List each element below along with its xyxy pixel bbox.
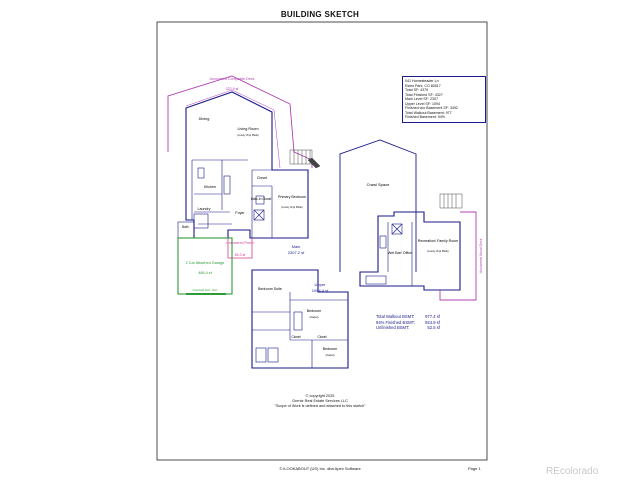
info-line: Total Walkout Basement: 977 xyxy=(405,110,452,115)
garage-walls xyxy=(177,237,233,295)
sketch-frame xyxy=(156,21,488,461)
label-walkin: Walk-In Closet xyxy=(251,197,272,201)
copyright-block: © copyright 2025 Grentz Real Estate Serv… xyxy=(250,394,390,409)
label-primary: Primary Bedroom xyxy=(278,195,306,199)
label-bedroom-3: Bedroom xyxy=(323,347,338,351)
label-porch-sf: 65.3 sf xyxy=(235,253,246,257)
label-foyer: Foyer xyxy=(235,211,245,215)
copyright-company: Grentz Real Estate Services LLC xyxy=(292,399,348,403)
footer-software: © iLOOKABOUT (US) Inc. dba Apex Software xyxy=(279,466,361,471)
label-living-sub: (Luxury Vinyl Plank) xyxy=(237,134,258,137)
label-living: Living Room xyxy=(237,127,258,131)
label-dining: Dining xyxy=(199,117,210,121)
walkout-label: Unfinished BSMT: xyxy=(376,325,410,331)
info-line: Total SF: 4379 xyxy=(405,88,429,92)
walkout-label: 94% Finished BSMT: xyxy=(376,319,415,325)
walkout-value: 52.5 sf xyxy=(427,325,440,331)
label-deck-top: Uncovered Composite Deck xyxy=(210,77,255,81)
basement-interior-walls xyxy=(365,222,413,286)
label-rec-sub: (Luxury Vinyl Plank) xyxy=(427,250,448,253)
basement-walls xyxy=(359,211,461,291)
walkout-label: Total Walkout BSMT: xyxy=(376,314,415,319)
main-interior-walls xyxy=(191,159,273,238)
label-main-sf: 2307.2 sf xyxy=(288,250,305,255)
right-deck-stairs xyxy=(439,193,463,209)
label-rec: Recreation/ Family Room xyxy=(418,239,459,243)
deck-stairs xyxy=(289,149,321,169)
walkout-summary: Total Walkout BSMT: 977.4 sf 94% Finished… xyxy=(376,314,440,331)
upper-interior-walls xyxy=(252,292,348,368)
label-carpet-2: (Carpet) xyxy=(310,316,319,319)
walkout-value: 924.9 sf xyxy=(425,319,440,325)
label-closet-3: Closet xyxy=(317,335,326,339)
info-line: Finished w/o Basement SF: 3492 xyxy=(405,106,458,110)
label-right-deck: Uncovered Wood Deck xyxy=(479,238,483,273)
info-line: Total Finished SF: 4327 xyxy=(405,92,443,97)
info-line: Finished Basement: 94% xyxy=(405,115,445,119)
label-garage: 2 Car Attached Garage xyxy=(186,261,225,265)
watermark-logo: REcolorado xyxy=(546,466,599,477)
label-carpet-3: (Carpet) xyxy=(326,354,335,357)
label-bedroom-2: Bedroom xyxy=(307,309,322,313)
label-kitchen: Kitchen xyxy=(204,185,216,189)
label-deck-top-sf: 322.9 sf xyxy=(226,87,239,91)
copyright-line: © copyright 2025 xyxy=(305,394,335,398)
label-closet: Closet xyxy=(257,176,267,180)
label-closet-2: Closet xyxy=(291,335,300,339)
crawl-space-outline xyxy=(339,139,417,272)
property-info-box: 041 Homesteader Ln Estes Park, CO 80517 … xyxy=(402,76,486,123)
label-laundry: Laundry xyxy=(198,207,211,211)
footer-page-number: Page 1 xyxy=(468,466,481,471)
walkout-value: 977.4 sf xyxy=(425,314,440,319)
page-title: BUILDING SKETCH xyxy=(280,10,360,19)
label-upper-sf: 1094.4 sf xyxy=(312,288,329,293)
upper-level-walls xyxy=(251,269,349,369)
info-line: 041 Homesteader Ln xyxy=(405,79,439,83)
label-primary-sub: (Luxury Vinyl Plank) xyxy=(281,206,302,209)
label-garage-door: Overhead Door: 16x7 xyxy=(193,288,218,292)
info-line: Main Level SF: 2307 xyxy=(405,97,438,101)
porch-outline xyxy=(227,238,253,259)
label-bath: Bath xyxy=(182,225,189,229)
deck-inner xyxy=(185,89,281,169)
deck-outline xyxy=(167,75,313,168)
main-level-walls xyxy=(185,91,309,239)
info-line: Upper Level SF: 1094 xyxy=(405,101,440,106)
label-main: Main xyxy=(292,244,301,249)
right-deck-outline xyxy=(439,211,477,301)
label-porch: Uncovered Porch xyxy=(226,241,254,245)
label-upper: Upper xyxy=(315,282,327,287)
copyright-scope: "Scope of Work is defined and attached t… xyxy=(274,404,366,408)
info-line: Estes Park, CO 80517 xyxy=(405,83,441,88)
label-crawl-space: Crawl Space xyxy=(367,182,390,187)
label-bedroom-suite: Bedroom Suite xyxy=(258,287,282,291)
label-wetbar: Wet Bar/ Office xyxy=(388,251,412,255)
label-garage-sf: 486.4 sf xyxy=(198,271,212,275)
